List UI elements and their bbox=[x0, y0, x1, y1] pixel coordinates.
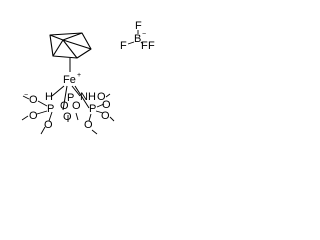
oxygen-middle-3: O bbox=[63, 111, 72, 123]
hydride-atom: H bbox=[45, 91, 53, 103]
left-phosphite-bonds bbox=[21, 95, 53, 135]
iron-atom: Fe bbox=[63, 74, 76, 86]
fe-bonds bbox=[51, 85, 90, 111]
right-phosphite-bonds bbox=[88, 93, 115, 135]
boron-charge: − bbox=[142, 31, 146, 38]
nh-group: NH bbox=[80, 91, 96, 103]
boron-atom: B bbox=[134, 33, 141, 45]
oxygen-left-1: O bbox=[29, 94, 38, 106]
minus-left-1: − bbox=[24, 92, 28, 99]
middle-phosphite-bonds bbox=[67, 112, 79, 122]
oxygen-right-1: O bbox=[102, 99, 111, 111]
oxygen-middle-2: O bbox=[72, 100, 81, 112]
oxygen-right-2: O bbox=[101, 110, 110, 122]
fluorine-right-1: F bbox=[141, 40, 148, 52]
tetrafluoroborate: B − F F F F bbox=[120, 20, 155, 52]
cyclopentadienyl-ring bbox=[49, 32, 92, 59]
oxygen-middle-1: O bbox=[60, 100, 69, 112]
fluorine-left: F bbox=[120, 40, 127, 52]
iron-charge: + bbox=[77, 72, 81, 79]
oxygen-left-3: O bbox=[44, 119, 53, 131]
phosphorus-right: P bbox=[89, 103, 96, 115]
oxygen-right-3: O bbox=[84, 119, 93, 131]
oxygen-right-top: O bbox=[97, 91, 106, 103]
phosphorus-left: P bbox=[47, 103, 54, 115]
fluorine-right-2: F bbox=[148, 40, 155, 52]
oxygen-left-2: O bbox=[29, 110, 38, 122]
structure-canvas: Fe + H P O − O O P O O O NH O P bbox=[21, 20, 155, 135]
fluorine-top: F bbox=[135, 20, 142, 32]
bf4-bonds bbox=[127, 30, 144, 45]
phosphorus-middle: P bbox=[67, 92, 74, 104]
